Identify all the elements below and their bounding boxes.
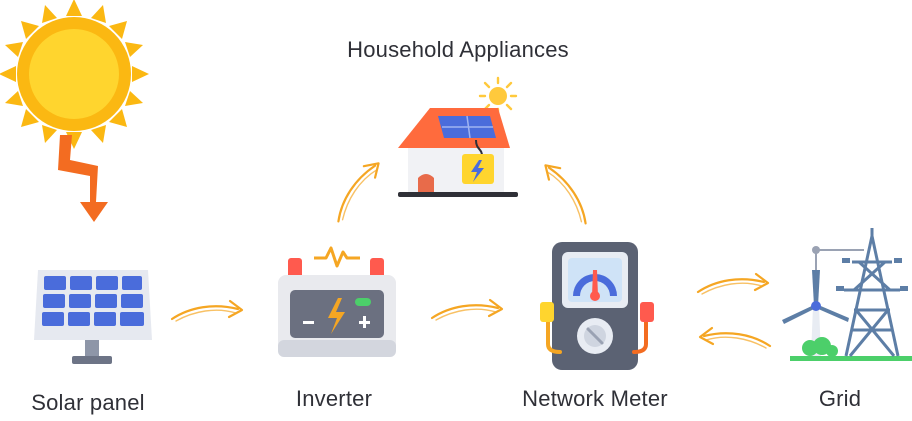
- curved-arrow-icon: [170, 299, 244, 323]
- house-solar-icon: [398, 76, 518, 197]
- battery-inverter-icon: [278, 246, 396, 357]
- solar-panel-label: Solar panel: [31, 390, 145, 415]
- grid-label: Grid: [818, 386, 862, 411]
- curved-arrow-icon: [323, 156, 388, 224]
- sun-icon: [0, 0, 149, 149]
- curved-arrow-icon: [430, 298, 504, 322]
- lightning-arrow-icon: [58, 135, 108, 222]
- solar-panel-icon: [34, 270, 152, 364]
- curved-arrow-icon: [698, 326, 772, 350]
- curved-arrow-icon: [696, 272, 770, 296]
- network-meter-label: Network Meter: [522, 386, 668, 411]
- curved-arrow-icon: [536, 158, 601, 226]
- meter-icon: [540, 242, 654, 370]
- power-grid-icon: [782, 228, 912, 361]
- inverter-label: Inverter: [295, 386, 373, 411]
- household-appliances-label: Household Appliances: [347, 37, 569, 62]
